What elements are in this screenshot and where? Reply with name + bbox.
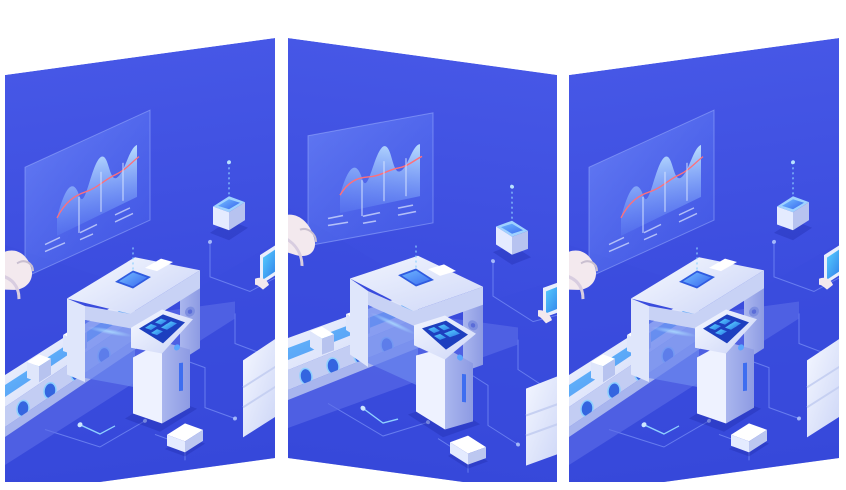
left-panel — [5, 38, 275, 482]
center-panel — [288, 38, 557, 482]
right-panel — [569, 38, 839, 482]
